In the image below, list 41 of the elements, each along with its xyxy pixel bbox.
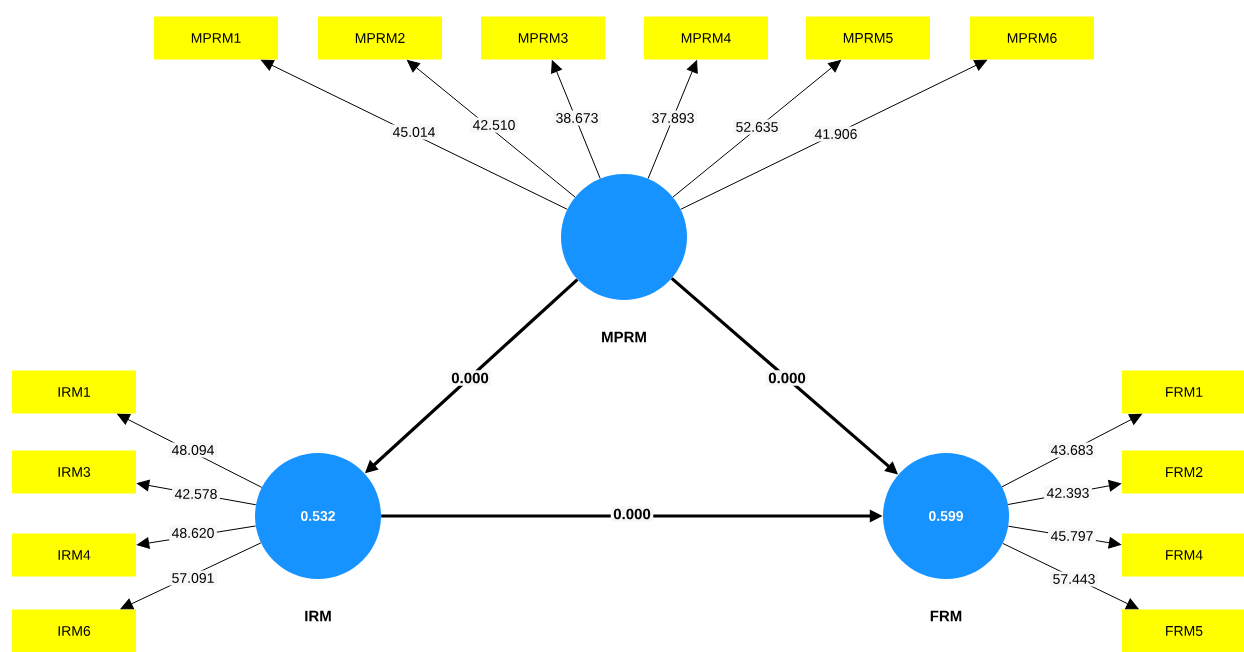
indicator-box: IRM4 (12, 533, 136, 577)
edge-label: 45.797 (1048, 528, 1096, 544)
indicator-box: MPRM5 (806, 16, 930, 60)
arrow (680, 59, 987, 210)
indicator-box: IRM6 (12, 609, 136, 652)
edge-label: 48.620 (169, 525, 217, 541)
edge-label: 0.000 (610, 506, 654, 522)
construct-circle (561, 174, 687, 300)
edge-label: 57.443 (1050, 571, 1098, 587)
edge-label: 42.510 (470, 117, 518, 133)
indicator-box: FRM4 (1122, 533, 1244, 577)
indicator-box: IRM1 (12, 370, 136, 414)
edge-label: 42.393 (1044, 485, 1092, 501)
indicator-box: FRM2 (1122, 450, 1244, 494)
arrow (672, 59, 841, 198)
indicator-box: MPRM3 (481, 16, 605, 60)
edge-label: 37.893 (649, 110, 697, 126)
edge-label: 0.000 (448, 370, 492, 386)
indicator-box: MPRM6 (970, 16, 1094, 60)
edge-label: 48.094 (169, 442, 217, 458)
construct-name: IRM (305, 610, 331, 622)
edge-label: 52.635 (733, 119, 781, 135)
edge-label: 38.673 (553, 110, 601, 126)
indicator-box: FRM1 (1122, 370, 1244, 414)
edge-label: 57.091 (169, 570, 217, 586)
construct-name: FRM (930, 610, 962, 622)
arrow (551, 60, 601, 179)
indicator-box: FRM5 (1122, 609, 1244, 652)
arrow (261, 59, 568, 210)
indicator-box: MPRM2 (318, 16, 442, 60)
edge-label: 42.578 (172, 486, 220, 502)
edge-label: 45.014 (390, 124, 438, 140)
arrow (647, 60, 698, 180)
indicator-box: IRM3 (12, 450, 136, 494)
edge-label: 0.000 (765, 370, 809, 386)
edge-label: 41.906 (812, 126, 860, 142)
indicator-box: MPRM4 (644, 16, 768, 60)
indicator-box: MPRM1 (154, 16, 278, 60)
edge-label: 43.683 (1048, 442, 1096, 458)
construct-name: MPRM (602, 331, 646, 343)
arrow (407, 59, 576, 198)
